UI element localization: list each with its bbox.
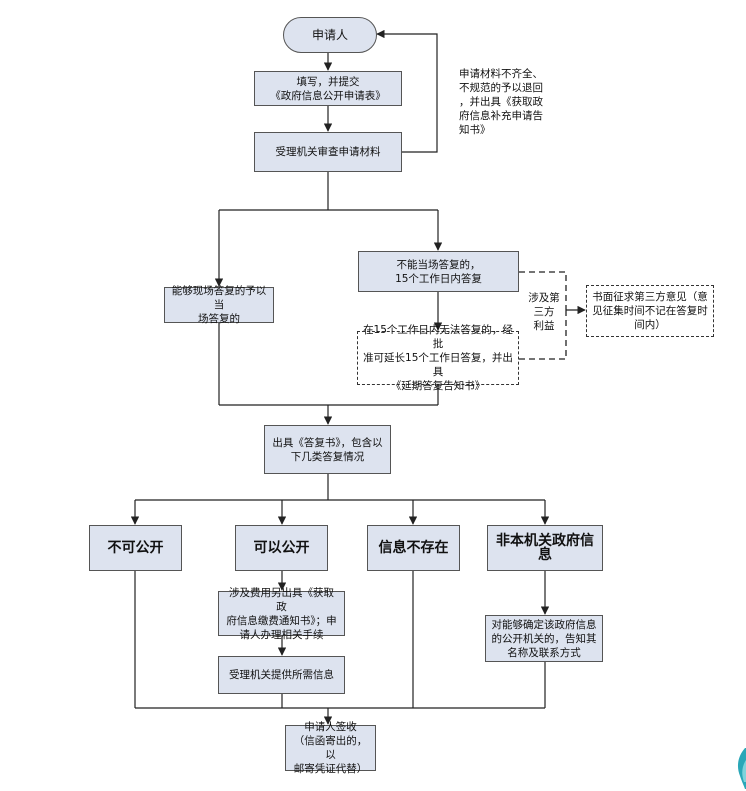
incomplete-label: 申请材料不齐全、 不规范的予以退回 ，并出具《获取政 府信息补充申请告 知书》 [459,68,543,136]
sign-node: 申请人签收 （信函寄出的，以 邮寄凭证代替） [285,721,376,775]
third-party-label: 涉及第 三方 利益 [528,292,560,332]
inform-node: 对能够确定该政府信息 的公开机关的，告知其 名称及联系方式 [485,615,603,662]
third-party-node: 书面征求第三方意见（意 见征集时间不记在答复时 间内） [586,285,714,337]
not-exist-node: 信息不存在 [367,525,460,571]
not-onsite-node: 不能当场答复的， 15个工作日内答复 [358,251,519,292]
dashed-extend-to-right [519,310,567,360]
fee-node: 涉及费用另出具《获取政 府信息缴费通知书》；申 请人办理相关手续 [218,587,345,641]
provide-node: 受理机关提供所需信息 [218,656,345,694]
not-public-node: 不可公开 [89,525,182,571]
review-node: 受理机关审查申请材料 [254,132,402,172]
fill-form-node: 填写，并提交 《政府信息公开申请表》 [254,71,402,106]
reply-node: 出具《答复书》，包含以 下几类答复情况 [264,425,391,474]
extend-node: 在15个工作日内无法答复的，经批 准可延长15个工作日答复，并出具 《延期答复告… [357,324,519,392]
corner-logo-icon [737,748,746,789]
can-public-node: 可以公开 [235,525,328,571]
applicant-node: 申请人 [283,17,377,53]
arrow-return-applicant [376,29,438,153]
dashed-notonsite-to-right [519,271,567,310]
onsite-node: 能够现场答复的予以当 场答复的 [164,285,274,325]
not-gov-node: 非本机关政府信息 [487,525,603,571]
